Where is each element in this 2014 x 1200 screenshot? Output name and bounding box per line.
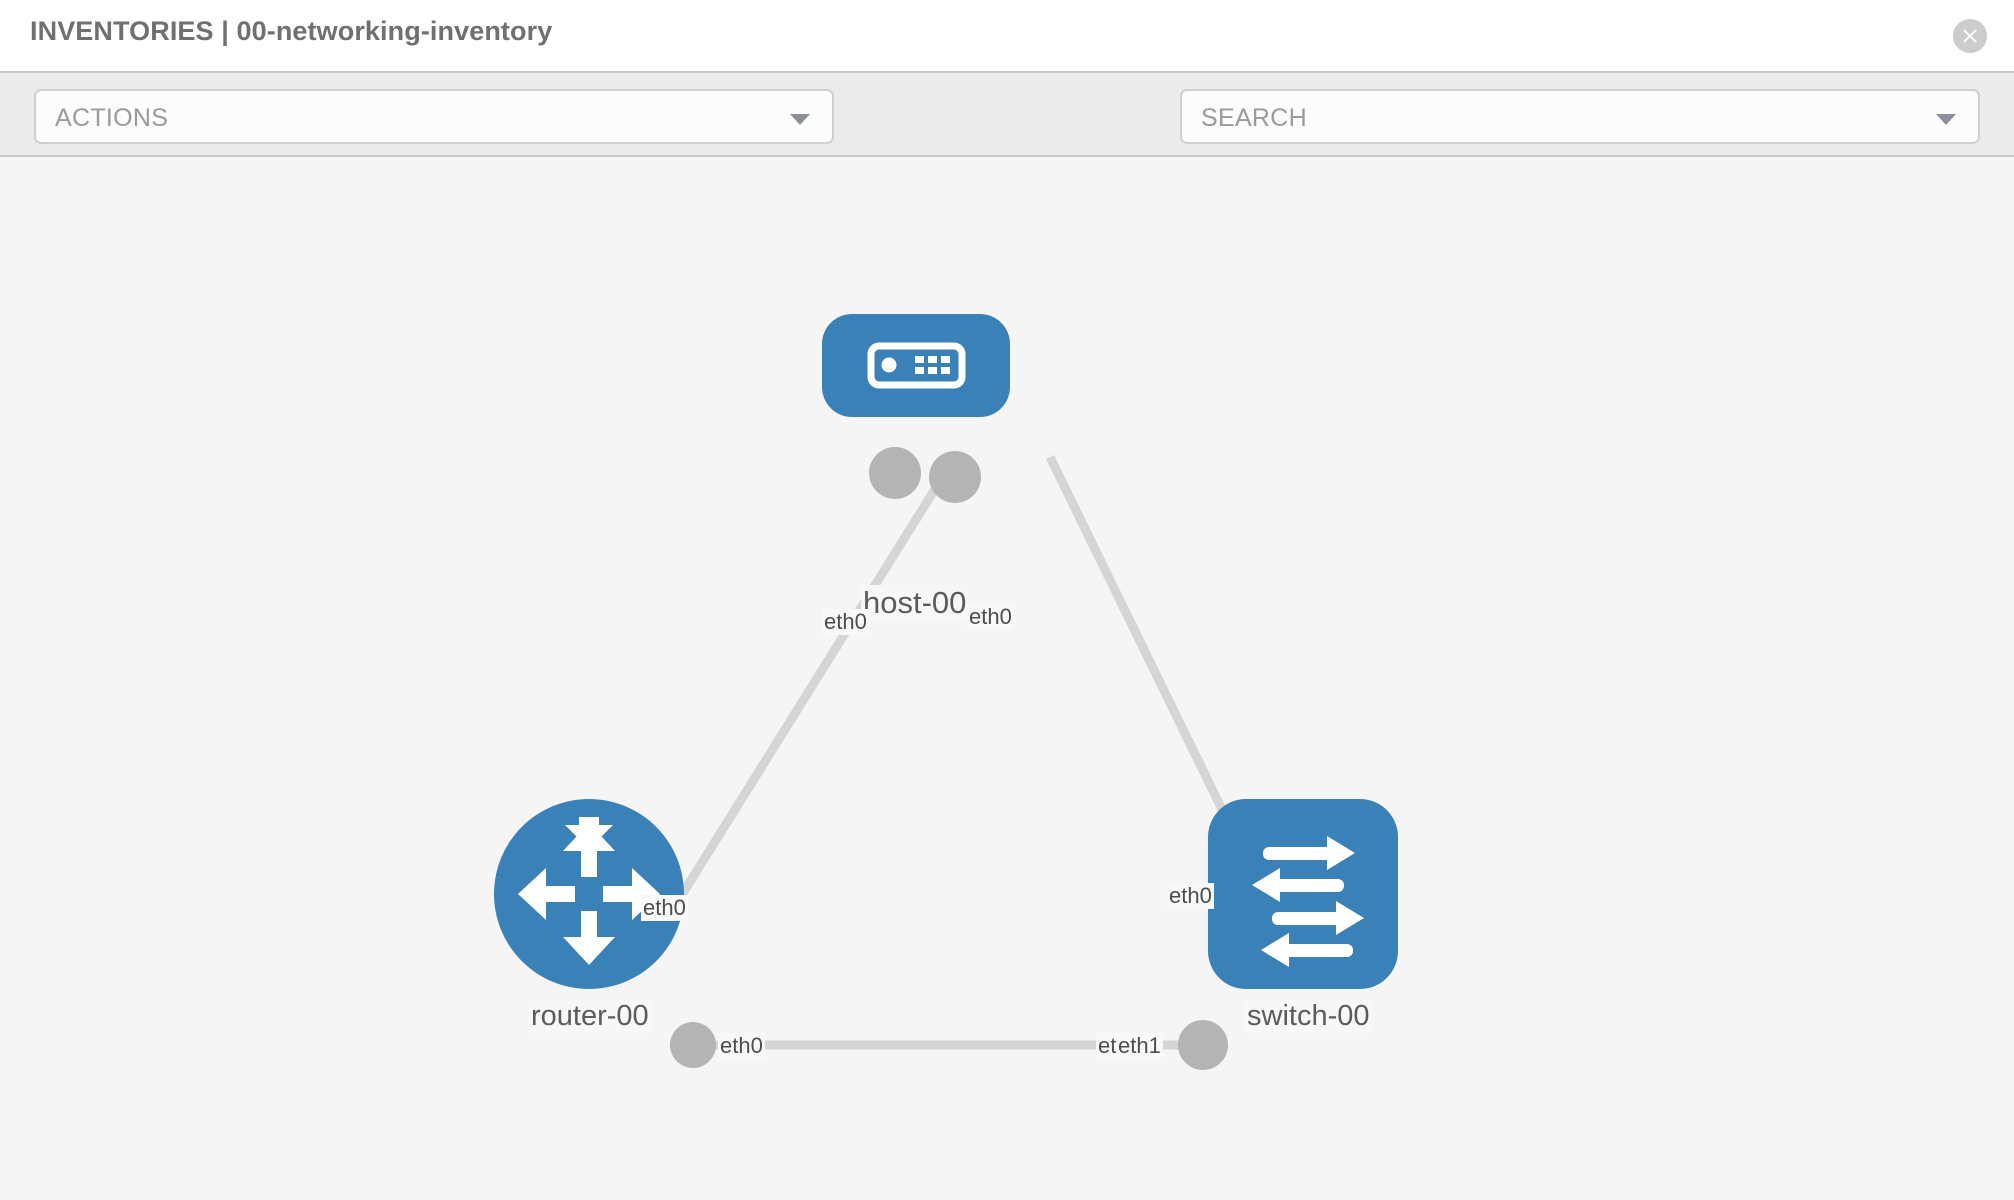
node-switch-00-shape[interactable] — [1208, 799, 1398, 989]
chevron-down-icon — [790, 114, 810, 125]
iface-label-host00-eth0-left: eth0 — [822, 609, 869, 635]
node-label-router-00: router-00 — [529, 1000, 651, 1033]
topology-graph — [494, 314, 1398, 1070]
iface-label-router00-uplink-eth0: eth0 — [641, 895, 688, 921]
port-host00-eth0-left[interactable] — [869, 447, 921, 499]
node-router-00-shape[interactable] — [494, 799, 684, 989]
actions-dropdown-label: ACTIONS — [55, 104, 169, 132]
topology-links — [664, 454, 1260, 1050]
search-field[interactable]: SEARCH — [1180, 89, 1980, 144]
page-header: INVENTORIES | 00-networking-inventory — [0, 0, 2014, 71]
port-router00-eth0[interactable] — [670, 1022, 716, 1068]
iface-label-switch00-uplink-eth0: eth0 — [1167, 883, 1214, 909]
switch-arrows-icon — [1252, 836, 1364, 967]
node-switch-00[interactable] — [1208, 799, 1398, 989]
node-label-switch-00: switch-00 — [1245, 1000, 1372, 1033]
link-host00-switch00[interactable] — [1045, 455, 1260, 879]
port-host00-eth0-right[interactable] — [929, 451, 981, 503]
router-arrow-heads — [518, 823, 660, 965]
iface-label-router00-eth0: eth0 — [718, 1033, 765, 1059]
toolbar: ACTIONS SEARCH — [0, 71, 2014, 207]
close-icon — [1953, 19, 1987, 53]
node-host-00[interactable] — [822, 314, 1010, 417]
topology-ports — [670, 447, 1259, 1070]
actions-dropdown[interactable]: ACTIONS — [34, 89, 834, 144]
iface-label-switch00-eth1: eth1 — [1116, 1033, 1163, 1059]
port-switch00-eth1[interactable] — [1178, 1020, 1228, 1070]
topology-canvas[interactable]: host-00 router-00 switch-00 eth0 eth0 et… — [0, 157, 2014, 1200]
close-button[interactable] — [1953, 19, 1987, 53]
search-placeholder: SEARCH — [1201, 104, 1307, 132]
node-label-host-00: host-00 — [861, 585, 969, 621]
link-host00-router00[interactable] — [664, 454, 959, 920]
node-router-00[interactable] — [494, 799, 684, 989]
iface-label-host00-eth0-right: eth0 — [967, 604, 1014, 630]
node-host-00-shape[interactable] — [822, 314, 1010, 417]
search-chevron-down-icon[interactable] — [1936, 114, 1956, 125]
server-icon — [867, 342, 966, 389]
page-title: INVENTORIES | 00-networking-inventory — [30, 16, 553, 46]
